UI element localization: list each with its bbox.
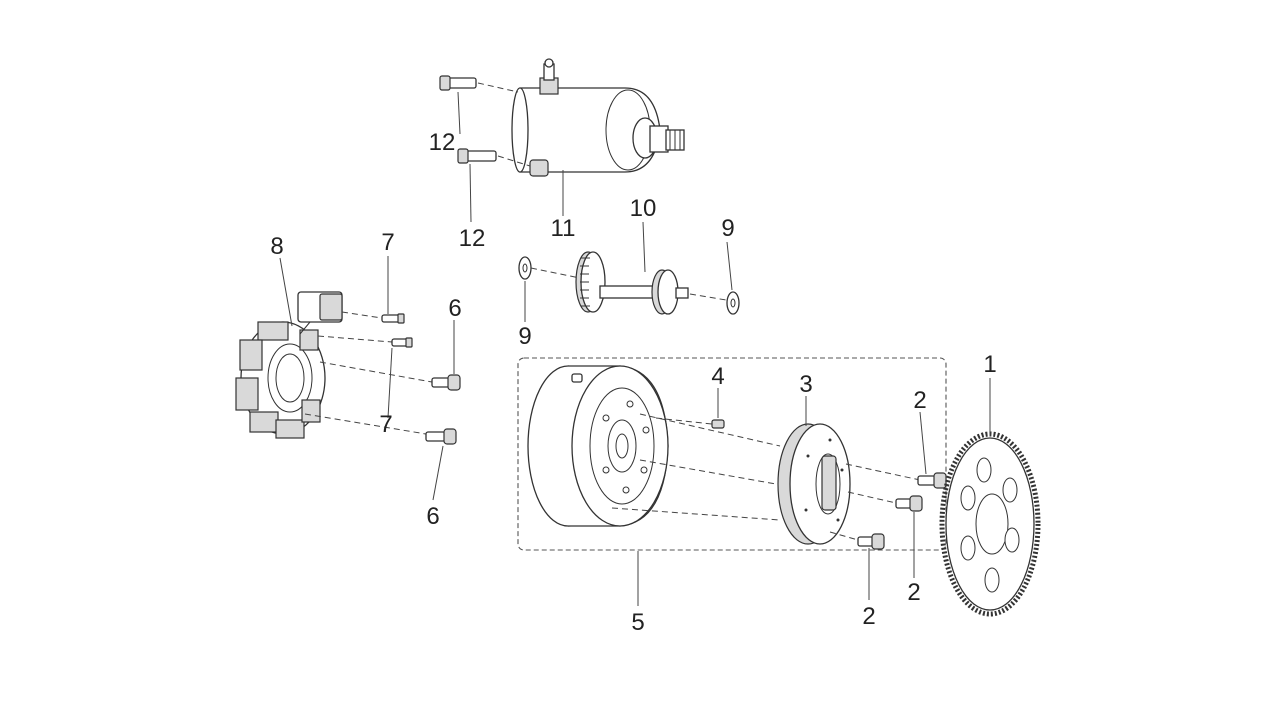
screw-12-lower [457, 148, 531, 167]
bolt-2-middle [847, 491, 923, 512]
flywheel-rotor [527, 365, 669, 527]
washer-9-right [726, 291, 740, 315]
key-4 [655, 417, 725, 429]
callout-12-lower: 12 [459, 225, 486, 252]
bolt-2-lower [829, 531, 885, 550]
screw-7-lower [317, 335, 413, 348]
washer-9-left [518, 256, 532, 280]
one-way-clutch-3 [777, 423, 851, 545]
screw-7-upper [341, 311, 405, 324]
callout-7-lower: 7 [379, 411, 392, 438]
callout-4: 4 [711, 363, 724, 390]
leader-lines [279, 91, 991, 606]
callout-6-lower: 6 [426, 503, 439, 530]
bolt-2-upper [845, 463, 947, 489]
bolt-6-upper [319, 361, 461, 391]
callout-7-upper: 7 [381, 229, 394, 256]
callout-6-upper: 6 [448, 295, 461, 322]
starter-ring-gear-1 [939, 431, 1041, 617]
callout-1: 1 [983, 351, 996, 378]
callout-2-lower: 2 [862, 603, 875, 630]
callout-2-upper: 2 [913, 387, 926, 414]
callout-3: 3 [799, 371, 812, 398]
starter-motor [511, 58, 685, 177]
assembly-5-boundary [517, 357, 947, 551]
callout-9-upper: 9 [721, 215, 734, 242]
callout-5: 5 [631, 609, 644, 636]
callout-8: 8 [270, 233, 283, 260]
bolt-6-lower [304, 413, 457, 445]
screw-12-upper [439, 75, 519, 93]
callout-labels: 1 2 2 2 3 4 5 6 6 7 7 8 9 9 10 11 12 12 [270, 129, 996, 636]
pickup-coil [297, 291, 343, 335]
stator-8 [235, 321, 326, 439]
callout-12-upper: 12 [429, 129, 456, 156]
callout-10: 10 [630, 195, 657, 222]
callout-9-lower: 9 [518, 323, 531, 350]
callout-2-middle: 2 [907, 579, 920, 606]
reduction-gear-10 [575, 251, 689, 315]
callout-11: 11 [551, 215, 576, 242]
